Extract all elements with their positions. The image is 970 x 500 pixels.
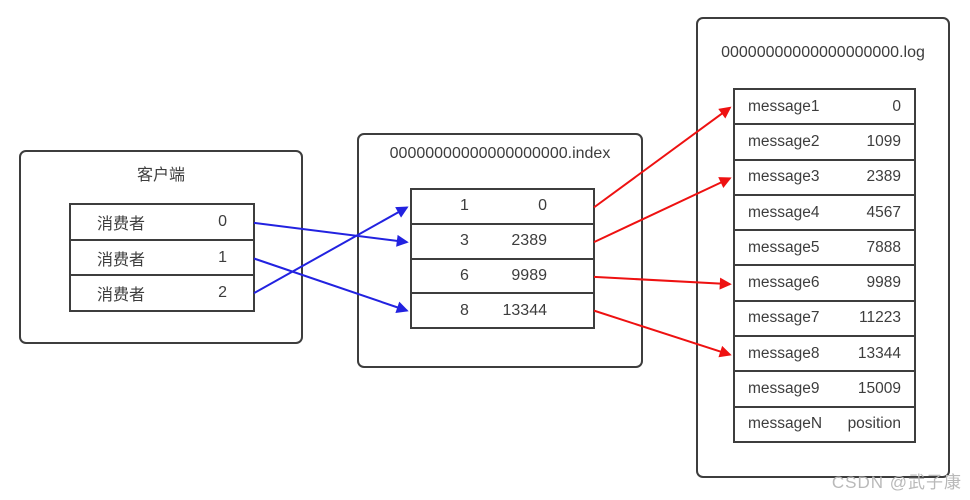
consumer-label: 消费者 [97,251,146,269]
log-message-position: 9989 [866,274,901,292]
consumer-row: 消费者 1 [71,241,253,277]
log-message-position: 0 [892,97,901,115]
index-offset: 3 [460,232,469,250]
log-message-name: message1 [748,97,820,115]
log-message-row: message9 15009 [735,372,914,408]
consumer-id: 2 [218,284,227,302]
log-message-position: 1099 [866,132,901,150]
index-position: 9989 [511,266,547,284]
index-offset: 6 [460,266,469,284]
index-offset: 1 [460,197,469,215]
consumer-row: 消费者 2 [71,276,253,310]
index-position: 2389 [511,232,547,250]
log-message-row: message4 4567 [735,196,914,232]
index-table: 1 0 3 2389 6 9989 8 13344 [410,188,595,329]
index-offset: 8 [460,301,469,319]
watermark: CSDN @武子康 [831,473,962,492]
log-message-row: message2 1099 [735,125,914,161]
index-position: 13344 [502,301,548,319]
index-entry-row: 8 13344 [412,294,593,327]
index-file-title: 00000000000000000000.index [389,145,611,162]
log-message-name: message5 [748,238,820,256]
client-box-title: 客户端 [136,167,185,184]
index-file-box: 00000000000000000000.index 1 0 3 2389 6 … [357,133,643,368]
consumer-id: 0 [218,212,227,230]
log-file-box: 00000000000000000000.log message1 0 mess… [696,17,950,478]
log-message-row: message6 9989 [735,266,914,302]
log-message-position: 7888 [866,238,901,256]
index-position: 0 [538,197,547,215]
consumer-row: 消费者 0 [71,205,253,241]
log-message-name: message4 [748,203,820,221]
log-message-name: message6 [748,274,820,292]
consumer-table: 消费者 0 消费者 1 消费者 2 [69,203,255,312]
log-message-position: 4567 [866,203,901,221]
log-message-row: message7 11223 [735,302,914,338]
log-message-name: messageN [748,415,823,433]
log-message-position: 15009 [857,380,901,398]
log-message-name: message7 [748,309,820,327]
log-message-name: message9 [748,380,820,398]
client-box: 客户端 消费者 0 消费者 1 消费者 2 [19,150,303,344]
log-message-position: 2389 [866,168,901,186]
consumer-label: 消费者 [97,215,146,233]
log-message-row: message1 0 [735,90,914,126]
log-message-row: messageN position [735,408,914,441]
index-entry-row: 6 9989 [412,260,593,295]
log-table: message1 0 message2 1099 message3 2389 m… [733,88,916,443]
log-message-name: message2 [748,132,820,150]
log-message-row: message5 7888 [735,231,914,267]
log-message-position: 11223 [859,309,901,327]
consumer-label: 消费者 [97,287,146,305]
log-message-row: message3 2389 [735,161,914,196]
index-entry-row: 3 2389 [412,225,593,260]
log-message-name: message8 [748,344,820,362]
log-message-position: 13344 [857,344,901,362]
log-message-position: position [847,415,901,433]
log-message-name: message3 [748,168,820,186]
log-file-title: 00000000000000000000.log [721,44,925,61]
consumer-id: 1 [218,248,227,266]
log-message-row: message8 13344 [735,337,914,373]
index-entry-row: 1 0 [412,190,593,225]
